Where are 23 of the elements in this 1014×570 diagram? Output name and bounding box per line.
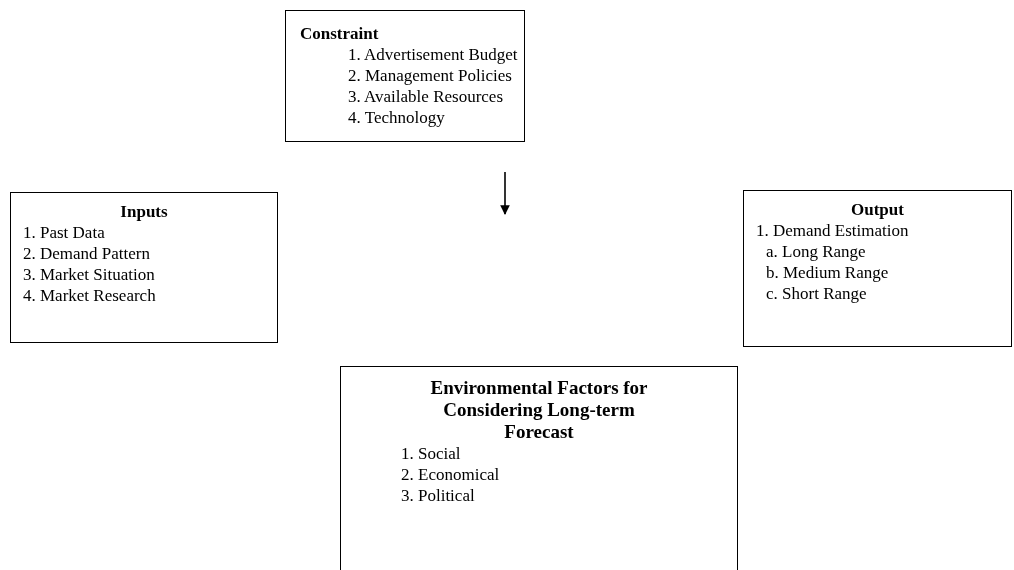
box-heading: Environmental Factors for Considering Long-term Forecast [429, 377, 649, 443]
list-item: 2. Economical [400, 464, 500, 485]
list-item: 3. Political [400, 485, 475, 506]
list-item: 2. Demand Pattern [22, 243, 150, 264]
list-item: 2. Management Policies [347, 65, 512, 86]
text-box [285, 10, 525, 142]
list-item: 3. Market Situation [22, 264, 155, 285]
box-heading: Inputs [119, 201, 169, 222]
text-box [743, 190, 1012, 347]
box-heading: Output [850, 199, 905, 220]
list-item: 1. Past Data [22, 222, 105, 243]
list-item: a. Long Range [765, 241, 866, 262]
text-box [340, 366, 738, 570]
list-item: 1. Social [400, 443, 461, 464]
list-item: 3. Available Resources [347, 86, 503, 107]
list-item: b. Medium Range [765, 262, 889, 283]
list-item: 1. Advertisement Budget [347, 44, 518, 65]
list-item: 4. Market Research [22, 285, 156, 306]
box-heading: Constraint [300, 23, 380, 44]
text-box [10, 192, 278, 343]
list-item: c. Short Range [765, 283, 867, 304]
list-item: 4. Technology [347, 107, 445, 128]
list-item: 1. Demand Estimation [755, 220, 909, 241]
